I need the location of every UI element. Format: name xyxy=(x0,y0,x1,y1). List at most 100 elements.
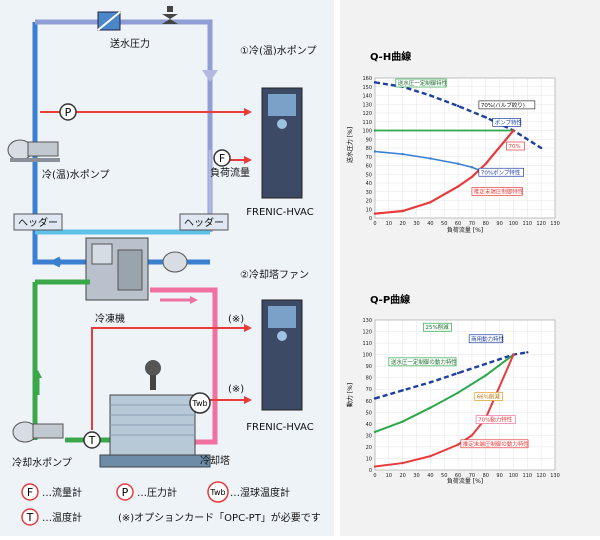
qp-xlabel: 負荷流量 [%] xyxy=(447,477,483,485)
y-tick-label: 70 xyxy=(366,155,372,161)
y-tick-label: 160 xyxy=(362,76,372,82)
annotation-label: 送水圧一定制御特性 xyxy=(398,79,448,87)
y-tick-label: 120 xyxy=(362,111,372,117)
valve-icon xyxy=(162,14,178,24)
x-tick-label: 60 xyxy=(455,473,461,479)
x-tick-label: 120 xyxy=(536,221,546,227)
green-arrow-head xyxy=(34,370,42,378)
temp-sensor-icon xyxy=(83,431,101,449)
y-tick-label: 60 xyxy=(366,399,372,405)
annotation-box xyxy=(395,78,447,88)
cooling-tower-icon xyxy=(99,360,211,468)
cooling-pipe-pink xyxy=(150,287,218,445)
control-arrow-pressure xyxy=(244,108,252,116)
series-point xyxy=(373,212,377,215)
series-point xyxy=(484,362,487,366)
cooling-tower-label: 冷却塔 xyxy=(200,454,230,467)
x-tick-label: 130 xyxy=(550,473,560,479)
annotation-label: 66%削減 xyxy=(477,392,501,400)
annotation-label: 推定末端圧制御の動力特性 xyxy=(463,440,530,448)
x-tick-label: 50 xyxy=(441,473,447,479)
annotation-box xyxy=(478,167,524,177)
y-tick-label: 20 xyxy=(366,445,372,451)
y-tick-label: 80 xyxy=(366,376,372,382)
y-tick-label: 0 xyxy=(369,468,372,474)
series-point xyxy=(373,81,377,84)
chiller-label: 冷凍機 xyxy=(95,312,125,325)
annotation-label: 商用動力特性 xyxy=(471,335,505,343)
series-point xyxy=(373,397,377,400)
series-point xyxy=(470,166,474,169)
annotation-label: 推定末端圧制御特性 xyxy=(474,188,524,196)
cold-water-pump-icon xyxy=(7,139,60,162)
y-tick-label: 130 xyxy=(362,318,372,324)
y-tick-label: 150 xyxy=(362,85,372,91)
x-tick-label: 100 xyxy=(509,221,519,227)
legend-flow-icon xyxy=(21,483,39,501)
system-diagram-panel: ヘッダー ヘッダー 送水圧力 P F ①冷(温)水ポンプ 負荷流量 xyxy=(0,0,334,536)
control-arrow-flow xyxy=(244,156,252,164)
frenic-top-label: FRENIC-HVAC xyxy=(246,207,313,218)
annotation-box xyxy=(423,322,452,332)
y-tick-label: 20 xyxy=(366,199,372,205)
series-point xyxy=(456,185,460,188)
y-tick-label: 130 xyxy=(362,102,372,108)
qp-ylabel: 動力 [%] xyxy=(346,383,354,407)
pressure-sensor-letter: P xyxy=(65,106,72,119)
series-point xyxy=(401,389,404,392)
y-tick-label: 40 xyxy=(366,422,372,428)
legend-wetbulb-icon xyxy=(207,481,229,503)
series-point xyxy=(539,146,543,150)
control-arrow-wetbulb xyxy=(244,396,252,404)
cooling-pump-label: 冷却水ポンプ xyxy=(12,456,72,469)
qh-xlabel: 負荷流量 [%] xyxy=(447,226,483,234)
y-tick-label: 80 xyxy=(366,146,372,152)
series-point xyxy=(401,152,404,156)
fan2-title: ②冷却塔ファン xyxy=(240,268,309,281)
series-line xyxy=(374,150,492,176)
cooling-water-pump-icon xyxy=(12,421,64,443)
series-point xyxy=(373,150,377,153)
qp-title: Q-P曲線 xyxy=(370,293,410,306)
series-point xyxy=(429,94,432,97)
y-tick-label: 10 xyxy=(366,456,372,462)
legend: F …流量計 P …圧力計 Twb …湿球温度計 T …温度計 (※)オプション… xyxy=(21,481,321,526)
x-tick-label: 0 xyxy=(373,221,376,227)
y-tick-label: 0 xyxy=(369,216,372,222)
pressure-tank-diag xyxy=(97,11,121,31)
temp-sensor-letter: T xyxy=(88,434,96,447)
x-tick-label: 80 xyxy=(483,221,489,227)
y-tick-label: 60 xyxy=(366,164,372,170)
annotation-box xyxy=(474,392,504,401)
x-tick-label: 110 xyxy=(523,221,533,227)
y-tick-label: 100 xyxy=(362,129,372,135)
series-point xyxy=(429,406,432,409)
x-tick-label: 40 xyxy=(427,473,433,479)
annotation-box xyxy=(388,357,457,367)
x-tick-label: 30 xyxy=(413,221,419,227)
legend-pressure-icon xyxy=(116,483,134,501)
y-tick-label: 100 xyxy=(362,353,372,359)
inverter-top-icon xyxy=(261,87,303,199)
series-point xyxy=(429,201,432,204)
series-point xyxy=(526,351,529,354)
legend-temp-letter: T xyxy=(26,511,34,524)
x-tick-label: 80 xyxy=(483,473,489,479)
annotation-label: ポンプ特性 xyxy=(495,118,523,126)
annotation-box xyxy=(471,187,523,196)
annotation-box xyxy=(478,100,536,110)
series-point xyxy=(456,162,460,165)
valve-handle xyxy=(167,6,173,12)
control-arrow-temp xyxy=(244,324,252,332)
series-point xyxy=(512,353,515,356)
series-point xyxy=(456,391,460,394)
pressure-sensor-icon xyxy=(59,103,77,121)
y-tick-label: 30 xyxy=(366,190,372,196)
annotation-label: 70%ポンプ特性 xyxy=(481,168,521,176)
legend-flow-letter: F xyxy=(27,486,33,499)
x-tick-label: 10 xyxy=(386,221,392,227)
y-tick-label: 140 xyxy=(362,94,372,100)
